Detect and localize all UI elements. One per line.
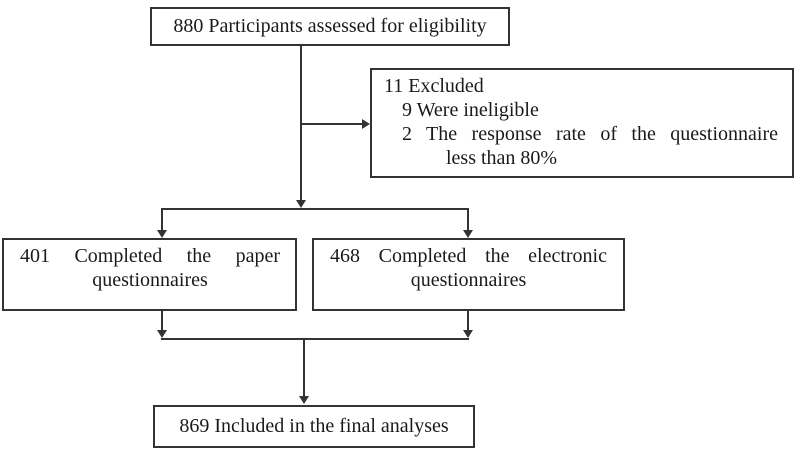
flow-box-excluded: 11 Excluded 9 Were ineligible 2 The resp…	[370, 68, 794, 178]
final-text: 869 Included in the final analyses	[179, 415, 449, 437]
excluded-line-response-rate: 2 The response rate of the questionnaire	[402, 123, 778, 145]
arrowhead-split-left-icon	[157, 230, 167, 238]
flow-box-final-analyses: 869 Included in the final analyses	[153, 405, 475, 448]
paper-line-2: questionnaires	[92, 269, 208, 291]
connector-split-right-line	[467, 208, 469, 231]
flow-box-electronic-questionnaires: 468 Completed the electronic questionnai…	[312, 238, 625, 311]
eligibility-text: 880 Participants assessed for eligibilit…	[173, 15, 487, 37]
arrowhead-split-right-icon	[463, 230, 473, 238]
excluded-line-count: 11 Excluded	[384, 75, 484, 97]
electronic-line-1: 468 Completed the electronic	[330, 245, 607, 267]
connector-merge-left-line	[161, 311, 163, 331]
electronic-line-2: questionnaires	[410, 269, 527, 291]
arrowhead-merge-right-icon	[463, 330, 473, 338]
flow-box-paper-questionnaires: 401 Completed the paper questionnaires	[2, 238, 297, 311]
arrowhead-merge-left-icon	[157, 330, 167, 338]
arrowhead-eligibility-down-icon	[296, 200, 306, 208]
excluded-line-ineligible: 9 Were ineligible	[402, 99, 539, 121]
arrowhead-final-icon	[299, 396, 309, 404]
paper-line-1: 401 Completed the paper	[20, 245, 280, 267]
arrowhead-excluded-icon	[362, 119, 370, 129]
connector-merge-horizontal-line	[161, 338, 469, 340]
connector-split-left-line	[161, 208, 163, 231]
flow-box-eligibility: 880 Participants assessed for eligibilit…	[150, 7, 510, 46]
connector-final-down-line	[303, 340, 305, 397]
excluded-line-less-than: less than 80%	[446, 147, 558, 169]
connector-split-horizontal-line	[161, 208, 469, 210]
connector-merge-right-line	[467, 311, 469, 331]
connector-excluded-branch-line	[301, 123, 362, 125]
